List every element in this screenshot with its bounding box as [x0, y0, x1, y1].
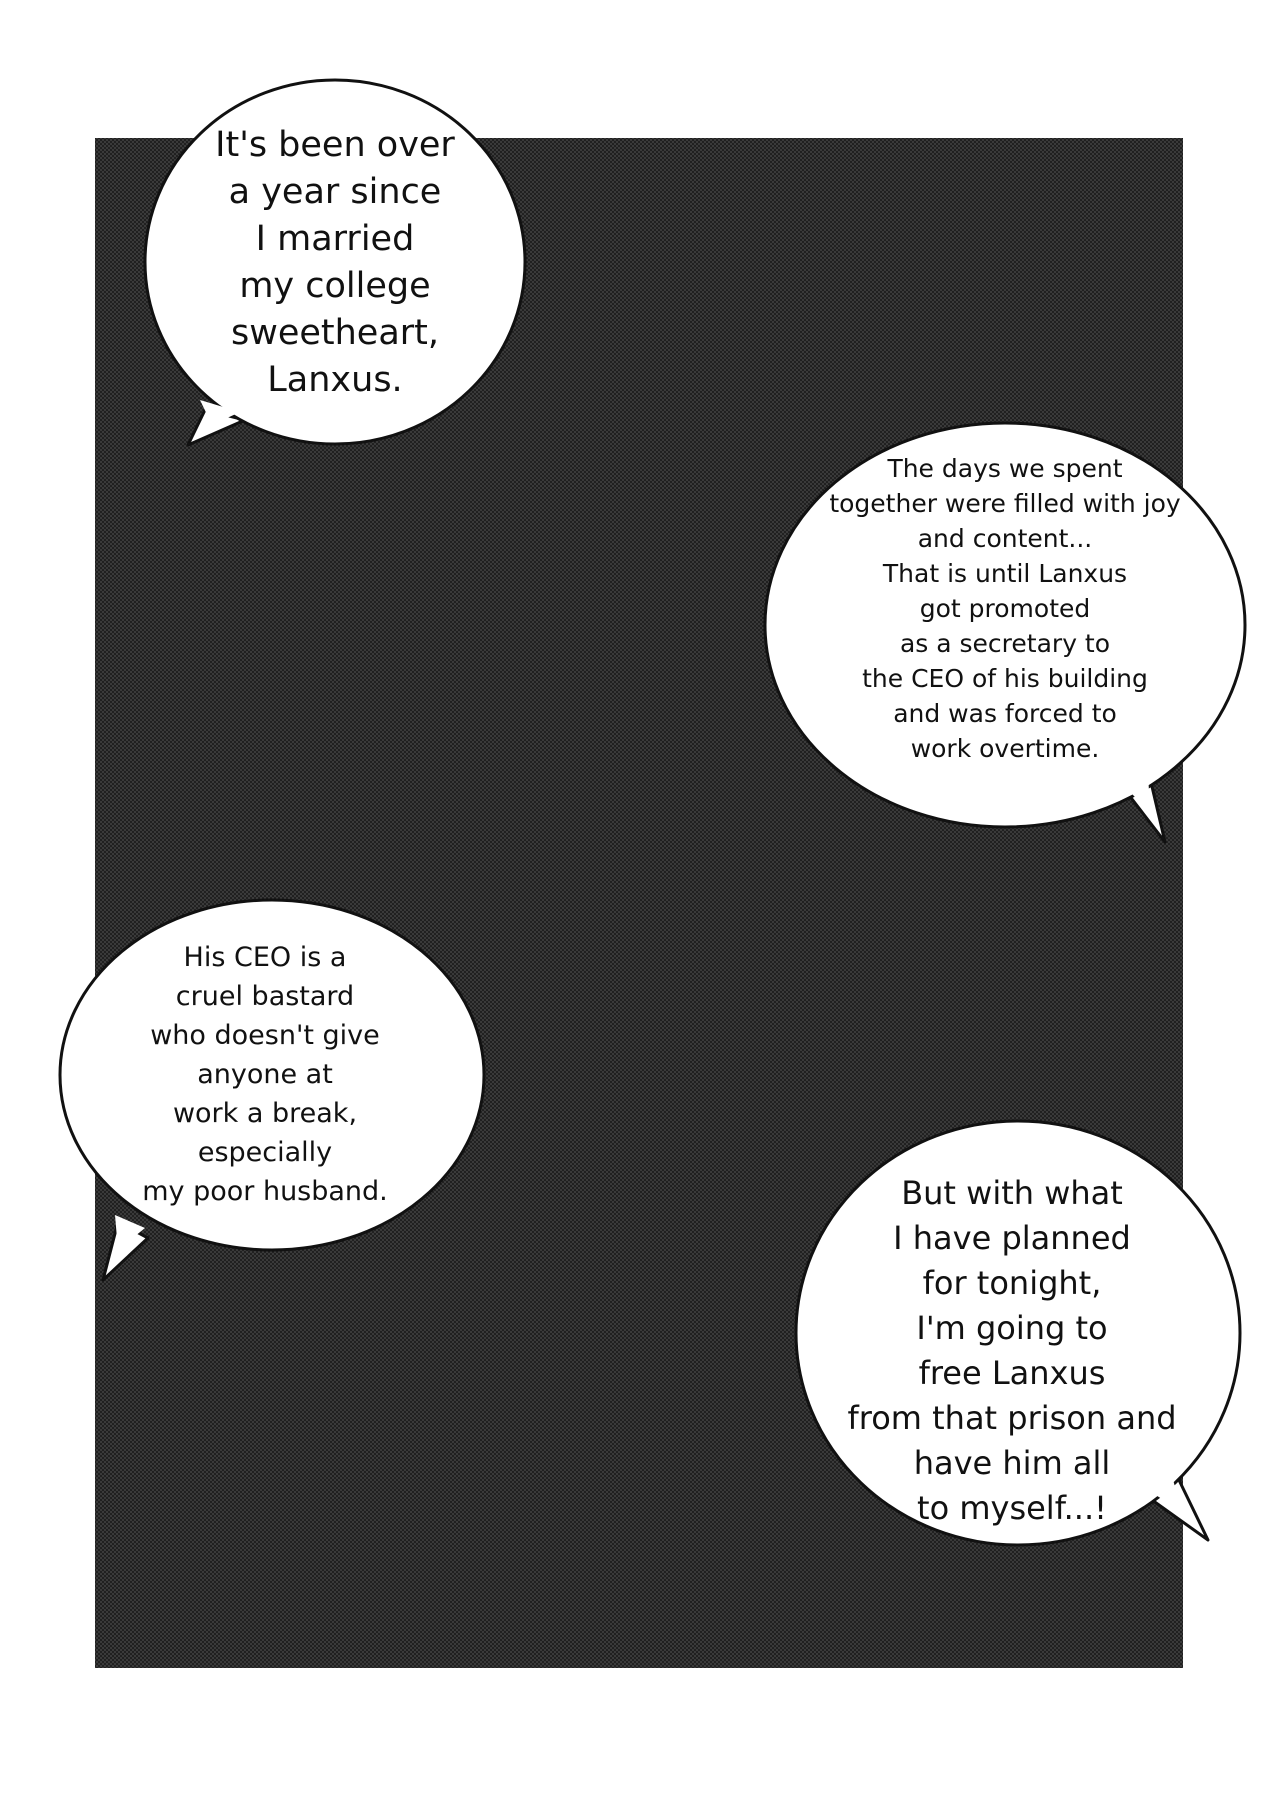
speech-bubble-1-text: It's been over a year since I married my…	[170, 122, 500, 404]
bubble-line: who doesn't give	[150, 1020, 380, 1051]
bubble-line: I have planned	[893, 1219, 1131, 1257]
speech-bubble-1-body	[143, 78, 527, 446]
bubble-line: as a secretary to	[899, 629, 1111, 658]
bubble-line: my poor husband.	[142, 1176, 388, 1207]
bubble-line: got promoted	[919, 594, 1091, 623]
bubble-line: The days we spent	[887, 454, 1123, 483]
bubble-line: cruel bastard	[175, 981, 355, 1012]
speech-bubble-4-text: But with what I have planned for tonight…	[832, 1171, 1192, 1531]
bubble-line: and was forced to	[893, 699, 1117, 728]
bubble-line: I'm going to	[916, 1309, 1108, 1347]
bubble-line: my college	[239, 266, 431, 306]
bubble-line: work a break,	[172, 1098, 358, 1129]
bubble-line: But with what	[901, 1174, 1123, 1212]
speech-bubble-4-body	[794, 1119, 1242, 1547]
bubble-line: together were filled with joy	[829, 489, 1181, 518]
speech-bubble-3-text: His CEO is a cruel bastard who doesn't g…	[85, 938, 445, 1211]
speech-bubble-1	[143, 78, 527, 447]
speech-bubble-2	[763, 421, 1247, 844]
speech-bubble-2-body	[763, 421, 1247, 829]
bubble-line: anyone at	[197, 1059, 333, 1090]
bubble-line: especially	[197, 1137, 333, 1168]
bubble-line: work overtime.	[910, 734, 1100, 763]
speech-bubble-2-text: The days we spent together were filled w…	[800, 451, 1210, 766]
bubble-line: sweetheart,	[230, 313, 440, 353]
bubble-line: I married	[255, 219, 415, 259]
bubble-line: the CEO of his building	[862, 664, 1148, 693]
speech-bubble-3	[58, 898, 486, 1282]
speech-bubble-4	[794, 1119, 1242, 1547]
speech-bubble-3-body	[58, 898, 486, 1252]
bubble-line: It's been over	[215, 125, 455, 165]
bubble-line: a year since	[228, 172, 442, 212]
bubble-line: to myself...!	[917, 1489, 1107, 1527]
bubble-line: free Lanxus	[918, 1354, 1106, 1392]
bubble-line: for tonight,	[922, 1264, 1102, 1302]
bubble-line: His CEO is a	[183, 942, 347, 973]
bubble-line: and content...	[917, 524, 1093, 553]
bubble-line: from that prison and	[847, 1399, 1177, 1437]
bubble-line: Lanxus.	[267, 360, 403, 400]
bubble-line: have him all	[913, 1444, 1111, 1482]
bubble-line: That is until Lanxus	[882, 559, 1128, 588]
